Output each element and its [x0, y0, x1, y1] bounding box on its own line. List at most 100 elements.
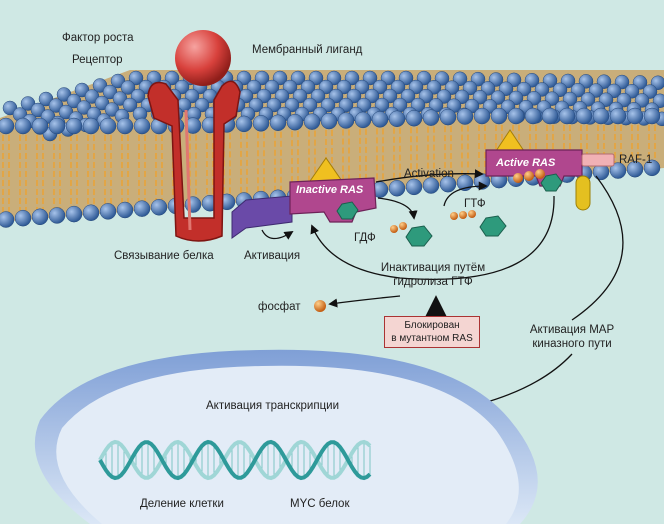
lipid-head — [422, 177, 440, 194]
label-map-line1: Активация MAP — [529, 324, 615, 336]
nucleus-interior — [56, 365, 519, 524]
lipid-head — [82, 204, 100, 221]
lipid-head — [439, 108, 457, 126]
arrow-map-kinase — [571, 175, 624, 321]
label-growth-factor: Фактор роста — [62, 32, 134, 44]
lipid-head — [643, 159, 661, 177]
gtp-complex — [450, 210, 507, 237]
lipid-head — [473, 107, 491, 125]
dna-helix — [98, 439, 372, 481]
phosphate-dot — [399, 222, 407, 230]
label-map-kinase: Активация MAP киназного пути — [516, 324, 628, 352]
lipid-head — [269, 114, 287, 131]
lipid-head — [592, 107, 610, 125]
lipid-tails — [2, 116, 656, 216]
lipid-head — [490, 107, 508, 125]
lipid-head — [184, 117, 202, 134]
lipid-head — [609, 162, 627, 179]
label-activation-en: Activation — [404, 168, 454, 180]
label-myc: MYC белок — [290, 498, 350, 510]
lipid-head — [643, 107, 661, 125]
phosphate-dot — [390, 225, 398, 233]
arrows — [244, 169, 624, 509]
arrow-to-phosphate — [328, 295, 401, 308]
phosphate-dot — [535, 169, 545, 179]
label-inactivation-line2: гидролиза ГТФ — [393, 275, 473, 288]
lipid-head — [31, 117, 49, 135]
blocked-line2: в мутантном RAS — [391, 333, 473, 344]
label-activation-ru: Активация — [244, 250, 301, 262]
lipid-head — [235, 115, 253, 133]
arrow-release-gdp — [377, 197, 418, 220]
lipid-head — [48, 207, 66, 224]
dna-strand — [98, 439, 372, 481]
label-inactivation: Инактивация путём гидролиза ГТФ — [368, 262, 498, 290]
arrow-activation — [375, 169, 484, 183]
gdp-complex — [390, 222, 433, 247]
lipid-head — [422, 109, 440, 126]
binding-protein — [231, 195, 293, 239]
lipid-head — [456, 108, 474, 125]
label-raf1: RAF-1 — [619, 154, 653, 166]
phosphate-dot — [468, 210, 476, 218]
lipid-head — [286, 113, 304, 131]
lipid-head — [252, 115, 270, 132]
lipid-head — [388, 179, 406, 197]
label-inactivation-line1: Инактивация путём — [380, 262, 486, 274]
label-inactive-ras: Inactive RAS — [296, 184, 364, 196]
label-gdp: ГДФ — [354, 232, 376, 244]
lipid-head — [116, 201, 134, 219]
lipid-head — [405, 109, 423, 127]
lipid-head — [31, 208, 49, 226]
lipid-head — [82, 117, 100, 135]
gdp-shape — [405, 225, 433, 247]
phosphate-dot — [524, 171, 534, 181]
arrow-binding-activation — [261, 229, 294, 240]
phosphate-dot — [459, 211, 467, 219]
ras-gdp-shape — [336, 201, 359, 220]
lipid-head — [128, 70, 144, 86]
dna-strand — [98, 439, 372, 481]
lipid-head — [65, 205, 83, 223]
blocked-line1: Блокирован — [404, 320, 460, 331]
lipid-head — [626, 107, 644, 125]
label-membrane-ligand: Мембранный лиганд — [252, 44, 363, 56]
growth-factor — [175, 30, 231, 86]
receptor-body — [147, 80, 241, 242]
lipid-head — [524, 107, 542, 125]
active-ras-phosphates — [513, 169, 545, 183]
nucleus — [34, 349, 538, 524]
lipid-head — [439, 175, 457, 193]
label-phosphate: фосфат — [258, 301, 301, 313]
lipid-head — [133, 200, 151, 217]
lipid-head — [120, 80, 136, 95]
label-cell-division: Деление клетки — [140, 498, 224, 510]
active-ras-gtp-shape — [540, 173, 563, 192]
raf1-anchor — [575, 175, 591, 211]
lipid-head — [116, 117, 134, 135]
phosphate-dot — [513, 173, 523, 183]
label-transcription: Активация транскрипции — [206, 400, 340, 412]
lipid-head — [558, 107, 576, 125]
lipid-head — [575, 107, 593, 125]
lipid-head — [337, 112, 355, 129]
lipid-head — [609, 107, 627, 125]
lipid-head — [48, 117, 66, 135]
label-gtp: ГТФ — [464, 198, 486, 210]
lipid-head — [150, 199, 168, 216]
phosphate-dot — [450, 212, 458, 220]
arrow-inactivation — [310, 195, 555, 280]
label-receptor: Рецептор — [72, 54, 123, 66]
receptor — [147, 80, 241, 242]
receptor-highlight — [184, 109, 192, 231]
lipid-head — [14, 209, 32, 227]
label-map-line2: киназного пути — [532, 337, 612, 350]
raf1 — [581, 153, 615, 167]
free-phosphate — [314, 300, 326, 312]
lipid-head — [14, 117, 32, 135]
label-protein-binding: Связывание белка — [114, 250, 214, 262]
lipid-head — [0, 117, 15, 135]
lipid-head — [541, 107, 559, 125]
